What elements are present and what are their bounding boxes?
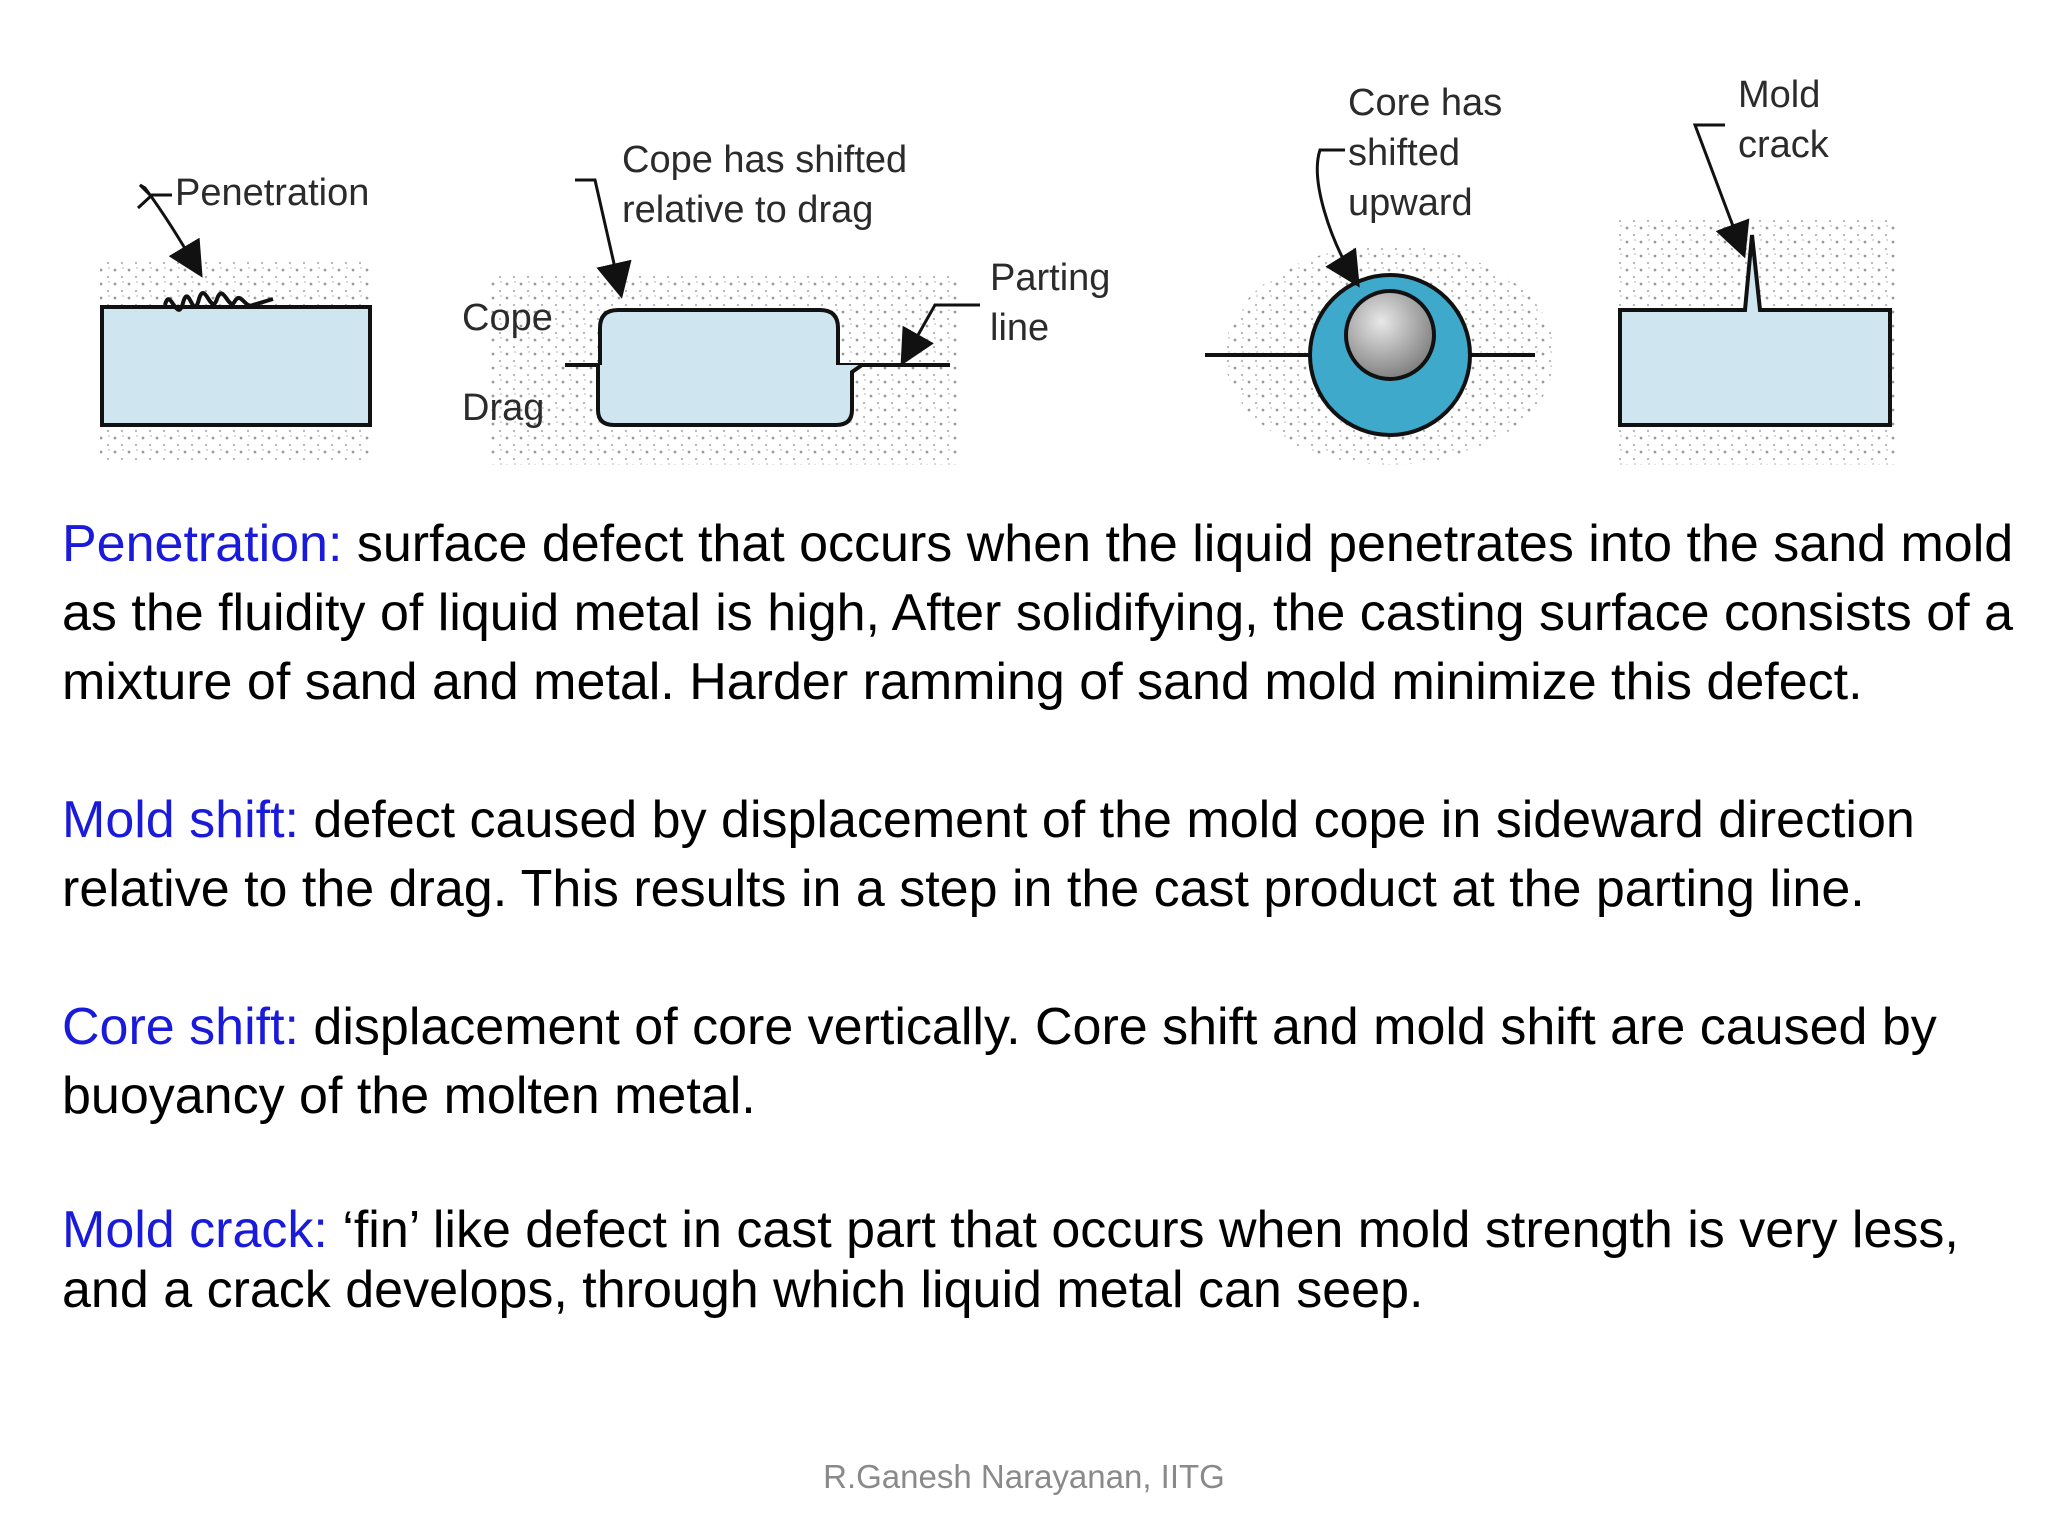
casting-with-fin xyxy=(1618,234,1892,427)
cope-shift-label-line2: relative to drag xyxy=(622,189,873,231)
drag-section xyxy=(596,363,864,427)
definition-core-shift: Core shift: displacement of core vertica… xyxy=(62,993,2022,1131)
core-shift-diagram: Core has shifted upward xyxy=(1205,82,1555,465)
definition-text: displacement of core vertically. Core sh… xyxy=(62,998,1937,1125)
definition-term: Core shift: xyxy=(62,998,299,1056)
crack-label-line1: Mold xyxy=(1738,74,1820,116)
definition-term: Mold shift: xyxy=(62,791,299,849)
cope-shift-label-line1: Cope has shifted xyxy=(622,139,907,181)
definition-term: Penetration: xyxy=(62,515,343,573)
crack-arrow xyxy=(1692,123,1750,259)
core-shift-arrow xyxy=(1315,148,1360,288)
penetration-arrow xyxy=(138,183,203,278)
definition-mold-shift: Mold shift: defect caused by displacemen… xyxy=(62,786,2022,924)
crack-label-line2: crack xyxy=(1738,124,1830,166)
definition-penetration: Penetration: surface defect that occurs … xyxy=(62,510,2022,717)
footer-credit: R.Ganesh Narayanan, IITG xyxy=(823,1458,1225,1495)
definition-term: Mold crack: xyxy=(62,1201,328,1259)
casting-body xyxy=(100,305,372,427)
definition-mold-crack: Mold crack: ‘fin’ like defect in cast pa… xyxy=(62,1200,2022,1320)
cope-shift-arrow xyxy=(575,178,632,299)
parting-label-line1: Parting xyxy=(990,257,1110,299)
penetration-roughness xyxy=(163,291,274,312)
cope-label: Cope xyxy=(462,297,553,339)
definitions-list: Penetration: surface defect that occurs … xyxy=(62,510,2022,1320)
drag-label: Drag xyxy=(462,387,544,429)
penetration-label: Penetration xyxy=(175,172,369,214)
core-label-line2: shifted xyxy=(1348,132,1460,174)
cope-section xyxy=(598,308,840,365)
parting-label-line2: line xyxy=(990,307,1049,349)
definition-text: ‘fin’ like defect in cast part that occu… xyxy=(62,1201,1959,1319)
definition-text: defect caused by displacement of the mol… xyxy=(62,791,1915,918)
core-label-line3: upward xyxy=(1348,182,1473,224)
penetration-leader xyxy=(136,193,172,210)
defect-figures: Penetration Cope has shifted relative to… xyxy=(0,0,2048,480)
core xyxy=(1344,289,1436,381)
mold-shift-diagram: Cope has shifted relative to drag Cope D… xyxy=(462,139,1110,465)
mold-crack-diagram: Mold crack xyxy=(1615,74,1895,465)
defect-illustrations: Penetration Cope has shifted relative to… xyxy=(100,74,1895,465)
definition-text: surface defect that occurs when the liqu… xyxy=(62,515,2014,711)
parting-arrow xyxy=(900,303,980,366)
penetration-diagram: Penetration xyxy=(100,172,372,460)
core-label-line1: Core has xyxy=(1348,82,1502,124)
